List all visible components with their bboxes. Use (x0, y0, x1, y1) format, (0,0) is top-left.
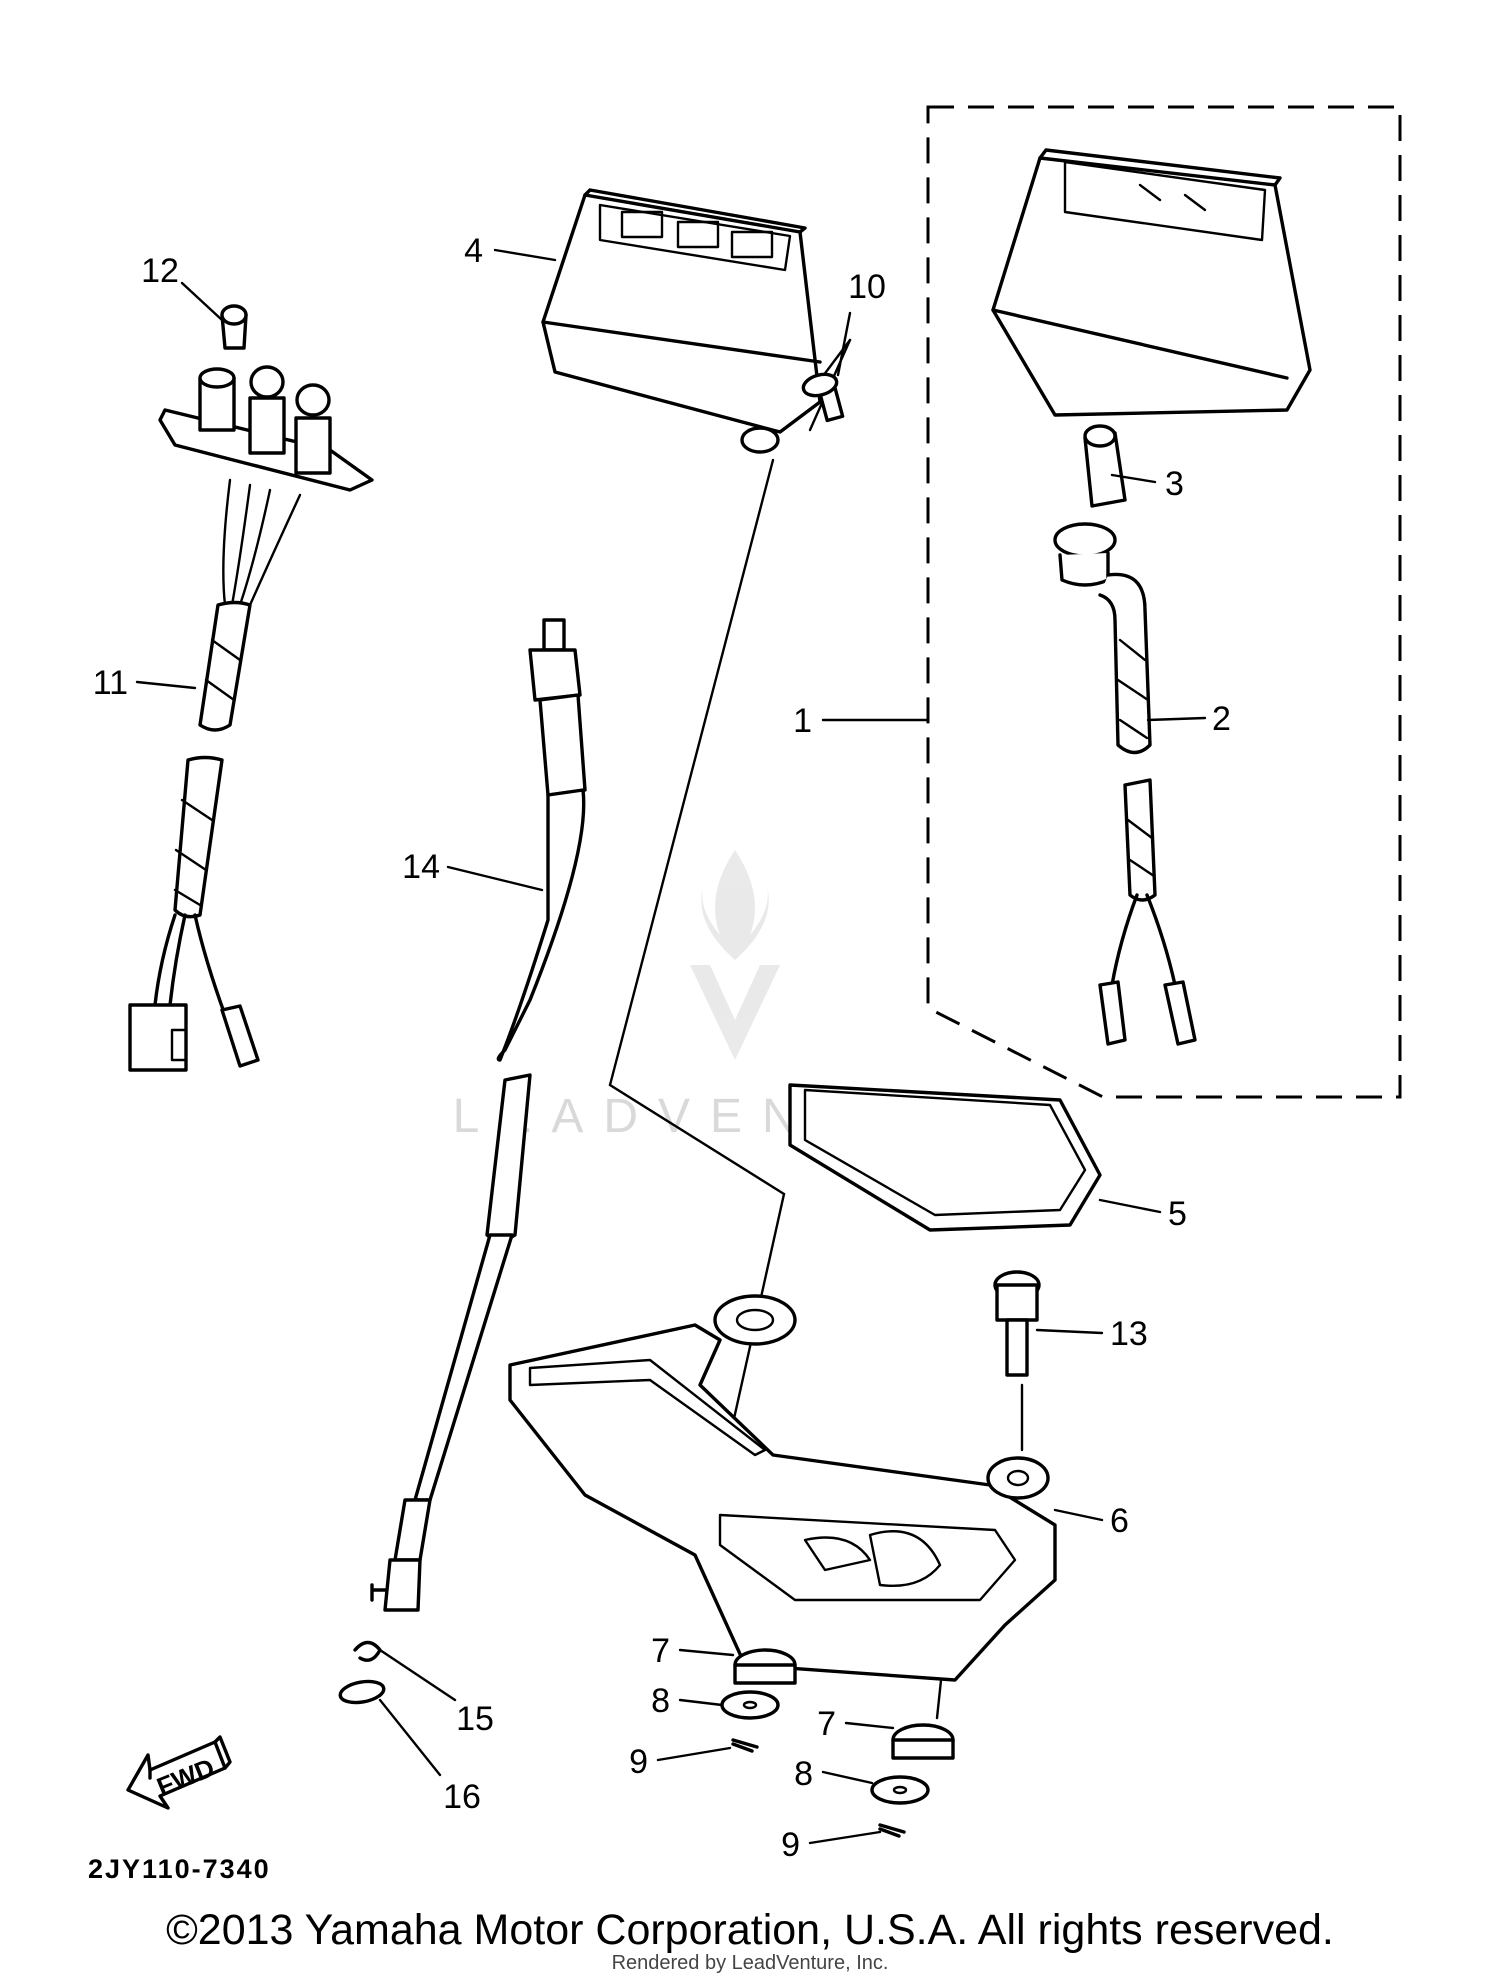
callout-12: 12 (141, 252, 179, 290)
callout-9a: 9 (629, 1743, 648, 1781)
bulb-socket-cord (1053, 522, 1197, 1046)
meter-cable (370, 618, 587, 1612)
callout-14: 14 (402, 848, 440, 886)
screw (801, 372, 845, 423)
gasket (788, 1083, 1102, 1232)
callout-9b: 9 (781, 1826, 800, 1864)
indicator-bulb (220, 304, 248, 350)
cotter-pin-a (731, 1738, 759, 1753)
callout-6: 6 (1110, 1502, 1129, 1540)
diagram-code: 2JY110-7340 (88, 1854, 271, 1884)
callouts: 1 2 3 4 5 6 7 7 8 8 9 9 10 11 12 13 14 1… (93, 232, 1231, 1864)
washer-b (870, 1775, 930, 1805)
meter-bracket (508, 1294, 1057, 1682)
fwd-arrow-icon: FWD (126, 1735, 232, 1810)
grommet-set-b (870, 1723, 955, 1838)
callout-7a: 7 (651, 1632, 670, 1670)
callout-15: 15 (456, 1700, 494, 1738)
bolt (993, 1270, 1041, 1377)
indicator-harness (128, 365, 374, 1072)
callout-16: 16 (443, 1778, 481, 1816)
callout-1: 1 (793, 702, 812, 740)
callout-2: 2 (1212, 700, 1231, 738)
rendered-by-note: Rendered by LeadVenture, Inc. (611, 1952, 889, 1974)
callout-13: 13 (1110, 1315, 1148, 1353)
grommet-set-a (720, 1648, 797, 1753)
callout-5: 5 (1168, 1195, 1187, 1233)
callout-7b: 7 (817, 1705, 836, 1743)
copyright-notice: ©2013 Yamaha Motor Corporation, U.S.A. A… (166, 1906, 1334, 1954)
callout-3: 3 (1165, 465, 1184, 503)
clip (353, 1640, 382, 1662)
assembly-alignment-line (608, 458, 775, 1087)
callout-4: 4 (464, 232, 483, 270)
meter-assembly (991, 148, 1312, 417)
callout-8b: 8 (794, 1755, 813, 1793)
meter-case (541, 188, 822, 454)
cotter-pin-b (878, 1823, 906, 1838)
callout-8a: 8 (651, 1682, 670, 1720)
meter-bulb (1083, 424, 1127, 508)
assembly-boundary (926, 105, 1402, 1099)
callout-leaders (135, 248, 1207, 1845)
callout-10: 10 (848, 268, 886, 306)
o-ring (338, 1679, 386, 1705)
leadventure-logo-icon (690, 850, 780, 1060)
callout-11: 11 (93, 664, 128, 702)
washer-a (720, 1690, 780, 1720)
